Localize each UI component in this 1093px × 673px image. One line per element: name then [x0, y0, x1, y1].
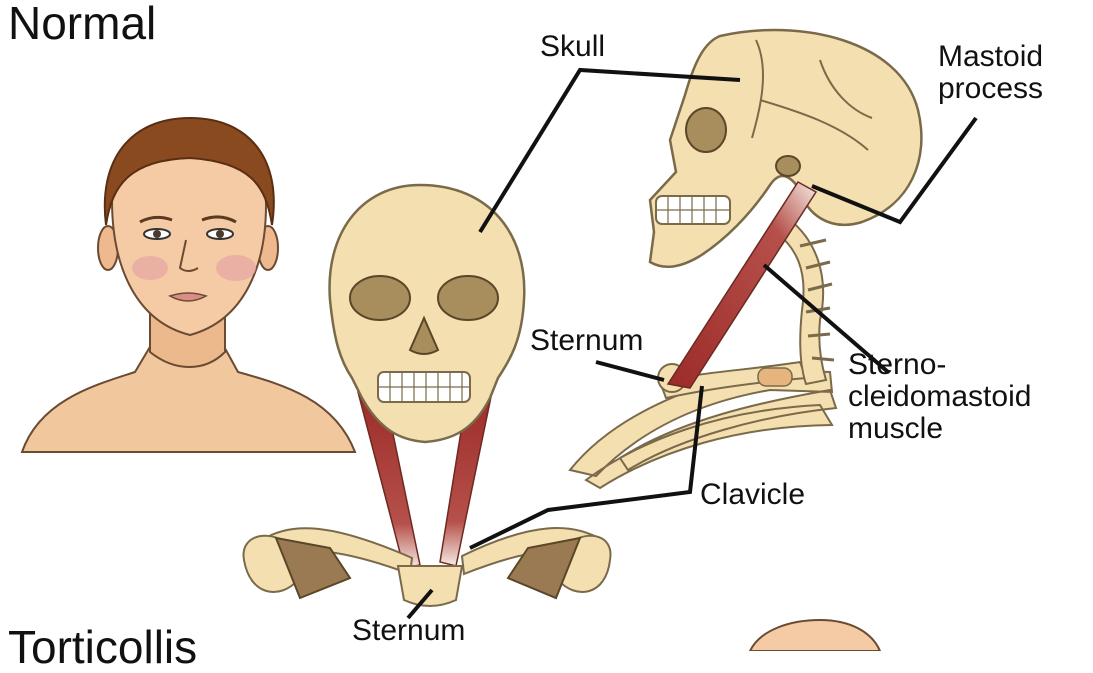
section-title: Normal [8, 0, 156, 46]
pupil-left [153, 230, 161, 238]
side-orbit [686, 108, 726, 152]
label-mastoid-line1: Mastoid [938, 42, 1043, 72]
illustration: Normal Torticollis Skull Mastoid process… [0, 0, 1093, 651]
sternum-front-bone [398, 566, 462, 606]
vertebra-highlight [758, 368, 792, 386]
orbit-left [350, 276, 410, 320]
sternum-side-leader-line [596, 362, 664, 380]
person-figure [22, 118, 355, 452]
section-title-cut: Torticollis [8, 624, 197, 670]
pupil-right [216, 230, 224, 238]
label-sternum-side: Sternum [530, 326, 643, 356]
label-scm-line3: muscle [848, 414, 943, 444]
cheek-left [132, 256, 168, 280]
label-scm-line1: Sterno- [848, 350, 946, 380]
cut-off-face [750, 620, 880, 651]
label-mastoid-line2: process [938, 74, 1043, 104]
ear-canal [776, 156, 800, 176]
label-skull: Skull [540, 32, 605, 62]
orbit-right [438, 276, 498, 320]
cheek-right [216, 255, 256, 281]
label-clavicle: Clavicle [700, 480, 805, 510]
label-sternum-front: Sternum [352, 616, 465, 646]
label-scm-line2: cleidomastoid [848, 382, 1031, 412]
